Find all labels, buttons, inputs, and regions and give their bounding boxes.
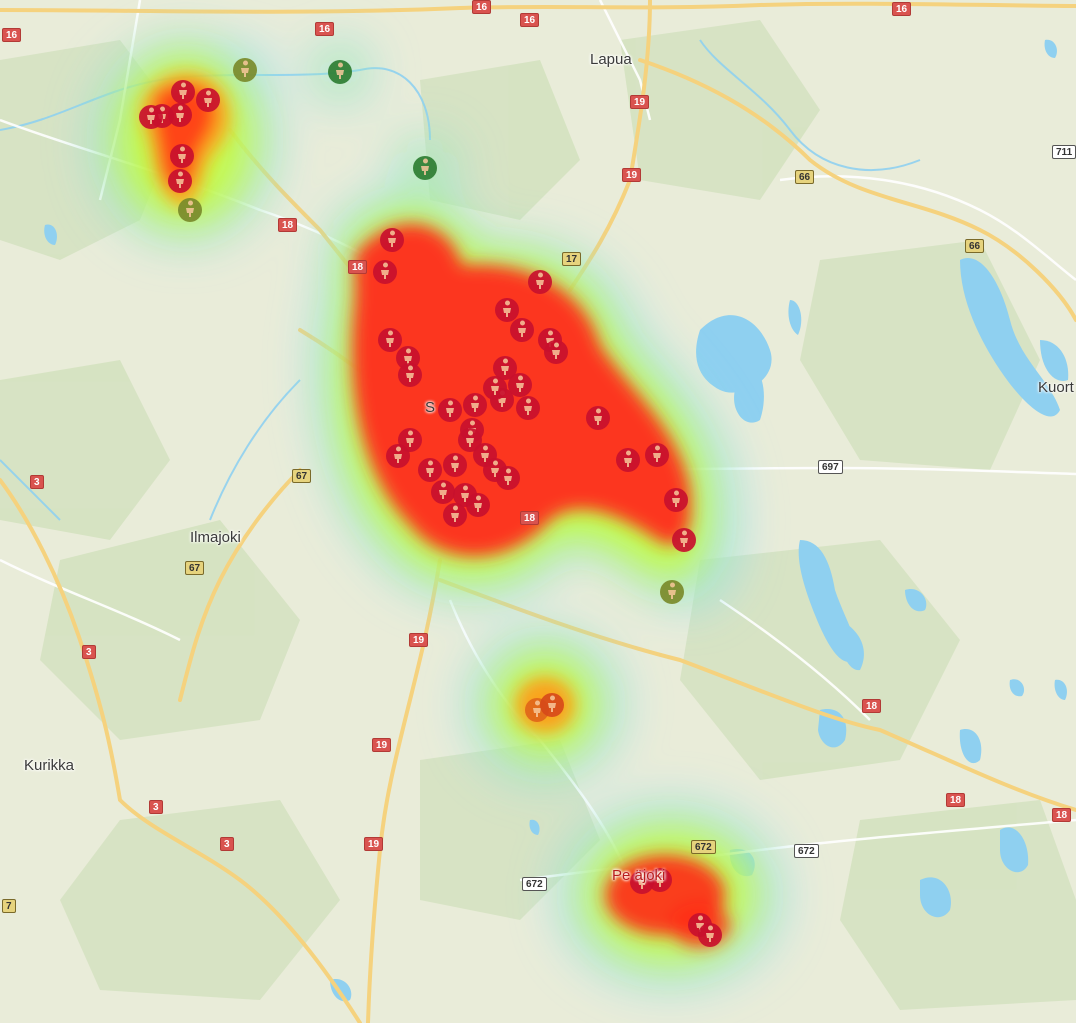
road-shield: 19 [372,738,392,752]
road-shield: 67 [185,561,205,575]
person-icon [672,490,680,507]
road-shield: 16 [520,13,540,27]
person-icon [491,378,499,395]
person-icon [594,408,602,425]
road-shield: 18 [862,699,882,713]
person-icon [656,870,664,887]
person-icon [386,330,394,347]
forest-areas [0,20,1076,1010]
road-shield: 19 [364,837,384,851]
person-icon [680,530,688,547]
person-icon [516,375,524,392]
road-shield: 18 [946,793,966,807]
town-label-peraseinajoki: Pe äjoki [612,867,666,884]
person-icon [474,495,482,512]
person-icon [552,342,560,359]
road-shield: 19 [630,95,650,109]
person-icon [421,158,429,175]
road-shield: 16 [315,22,335,36]
road-shield: 18 [348,260,368,274]
person-icon [336,62,344,79]
person-icon [461,485,469,502]
person-icon [406,365,414,382]
person-icon [524,398,532,415]
person-icon [451,505,459,522]
person-icon [491,460,499,477]
person-icon [388,230,396,247]
person-icon [179,82,187,99]
person-icon [653,445,661,462]
person-icon [176,105,184,122]
person-icon [501,358,509,375]
road-shield: 18 [520,511,540,525]
person-icon [451,455,459,472]
road-shield: 697 [818,460,843,474]
person-icon [548,695,556,712]
town-label-ilmajoki: Ilmajoki [190,529,241,546]
person-icon [481,445,489,462]
person-icon [533,700,541,717]
person-icon [668,582,676,599]
person-icon [466,430,474,447]
road-shield: 3 [220,837,234,851]
town-label-seinajoki: S [425,399,436,416]
road-shield: 16 [472,0,492,14]
person-icon [518,320,526,337]
town-label-kuortane: Kuort [1038,379,1074,396]
person-icon [178,146,186,163]
road-shield: 711 [1052,145,1076,159]
person-icon [624,450,632,467]
person-icon [204,90,212,107]
person-icon [404,348,412,365]
road-shield: 18 [1052,808,1072,822]
road-shield: 3 [149,800,163,814]
road-shield: 17 [562,252,582,266]
person-icon [536,272,544,289]
person-icon [706,925,714,942]
person-icon [176,171,184,188]
road-shield: 3 [30,475,44,489]
person-icon [504,468,512,485]
person-icon [147,107,155,124]
person-icon [406,430,414,447]
road-shield: 16 [892,2,912,16]
person-icon [426,460,434,477]
road-shield: 18 [278,218,298,232]
person-icon [439,482,447,499]
road-shield: 19 [409,633,429,647]
person-icon [471,395,479,412]
road-shield: 3 [82,645,96,659]
incident-markers [139,58,722,947]
town-label-kurikka: Kurikka [24,757,75,774]
road-shield: 672 [691,840,716,854]
person-icon [241,60,249,77]
road-shield: 67 [292,469,312,483]
person-icon [394,446,402,463]
road-shield: 7 [2,899,16,913]
road-shield: 66 [965,239,985,253]
road-shield: 66 [795,170,815,184]
person-icon [503,300,511,317]
town-label-lapua: Lapua [590,51,632,68]
road-shield: 672 [794,844,819,858]
person-icon [638,872,646,889]
road-shield: 672 [522,877,547,891]
person-icon [186,200,194,217]
road-shield: 19 [622,168,642,182]
road-shield: 16 [2,28,22,42]
person-icon [381,262,389,279]
person-icon [446,400,454,417]
